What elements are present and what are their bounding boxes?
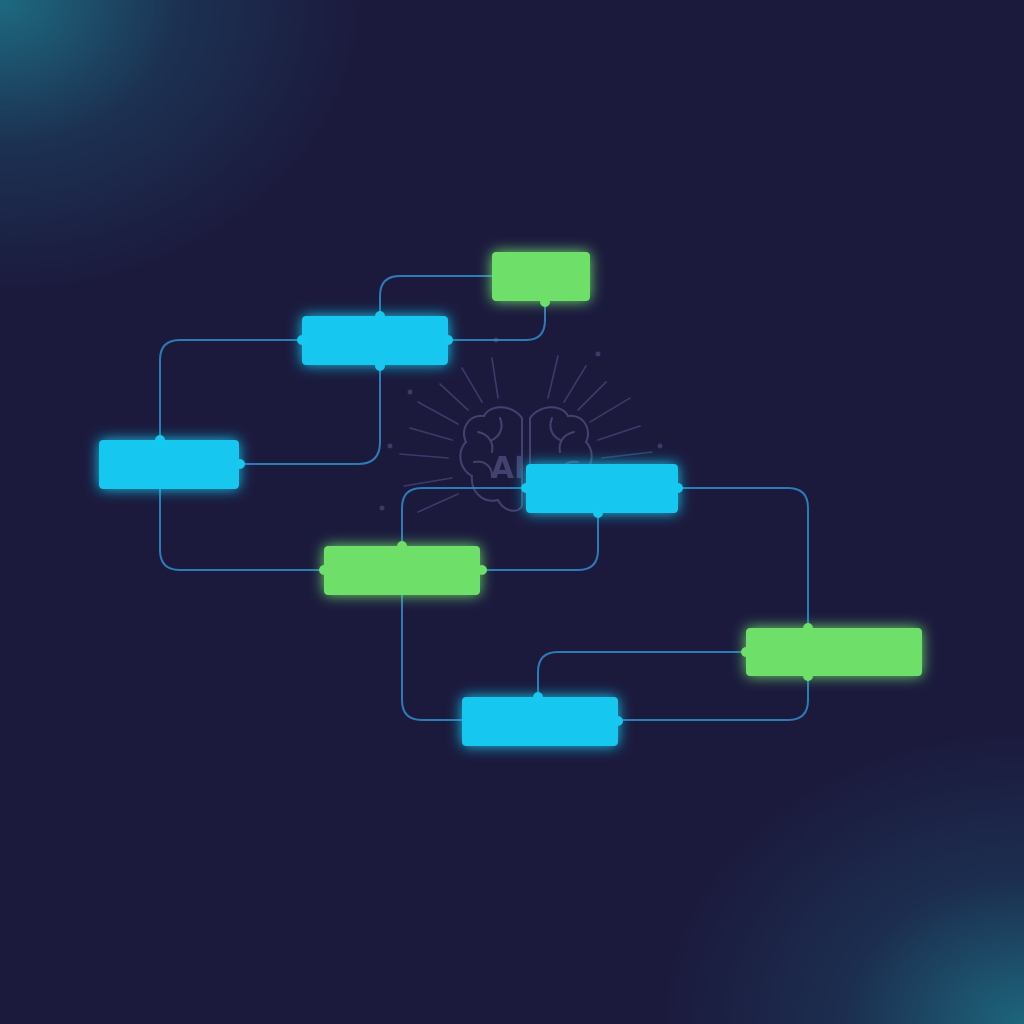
connection-port[interactable] xyxy=(397,541,407,551)
connection-port[interactable] xyxy=(741,647,751,657)
rays xyxy=(379,337,663,513)
connection-port[interactable] xyxy=(521,483,531,493)
node-blue-n7[interactable] xyxy=(462,697,618,746)
node-green-n5[interactable] xyxy=(324,546,480,595)
connection-port[interactable] xyxy=(803,623,813,633)
connector-n2-n3-right xyxy=(240,366,381,465)
brain-icon: AI xyxy=(459,406,593,512)
connection-port[interactable] xyxy=(375,361,385,371)
connection-port[interactable] xyxy=(477,565,487,575)
connector-n2-n3 xyxy=(159,339,302,438)
connector-n2-n1-bottom xyxy=(448,302,546,341)
connection-port[interactable] xyxy=(613,716,623,726)
node-blue-n3[interactable] xyxy=(99,440,239,489)
connector-n3-n5 xyxy=(159,488,324,571)
node-green-n1[interactable] xyxy=(492,252,590,301)
connection-port[interactable] xyxy=(443,335,453,345)
connection-port[interactable] xyxy=(593,508,603,518)
brain-label: AI xyxy=(491,451,525,486)
connection-port[interactable] xyxy=(803,671,813,681)
connection-port[interactable] xyxy=(540,297,550,307)
node-green-n6[interactable] xyxy=(746,628,922,676)
connection-port[interactable] xyxy=(375,311,385,321)
connection-port[interactable] xyxy=(319,565,329,575)
connection-port[interactable] xyxy=(235,459,245,469)
connector-n4-n5 xyxy=(482,512,599,571)
connector-n7-n6 xyxy=(537,651,746,698)
connection-port[interactable] xyxy=(297,335,307,345)
connector-n5-n4 xyxy=(401,487,526,546)
connector-n4-n6 xyxy=(678,487,809,628)
connectors xyxy=(159,275,809,721)
connector-n2-n1 xyxy=(379,275,492,316)
connection-port[interactable] xyxy=(533,692,543,702)
brain-emblem: AI xyxy=(379,337,663,513)
node-blue-n4[interactable] xyxy=(526,464,678,513)
connection-port[interactable] xyxy=(155,435,165,445)
connection-port[interactable] xyxy=(673,483,683,493)
ports xyxy=(155,297,813,726)
nodes xyxy=(99,252,922,746)
connector-n6-n7 xyxy=(618,676,809,721)
connector-n5-n7 xyxy=(401,594,462,721)
node-blue-n2[interactable] xyxy=(302,316,448,365)
